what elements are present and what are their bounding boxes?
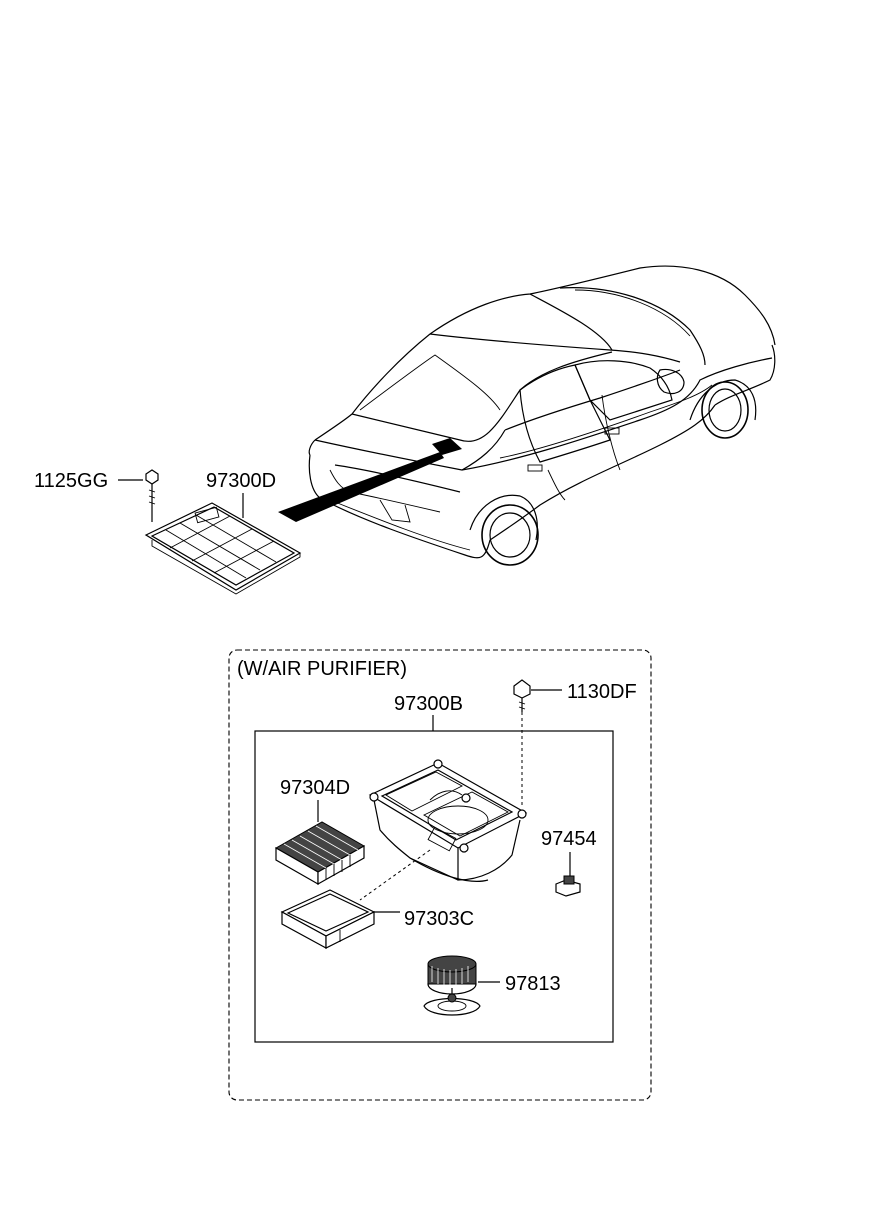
part-97454-sensor (555, 852, 581, 897)
part-97303c-cover (280, 849, 431, 950)
label-97304d: 97304D (280, 777, 350, 799)
label-1130df: 1130DF (567, 681, 637, 703)
car-illustration (278, 265, 776, 566)
part-97813-blower (423, 955, 500, 1016)
variant-dashed-box (228, 649, 652, 1101)
part-97300d-tray (144, 502, 302, 595)
label-1125gg: 1125GG (34, 470, 108, 492)
assembly-frame (254, 730, 614, 1043)
label-97300d: 97300D (206, 470, 276, 492)
label-97303c: 97303C (404, 908, 474, 930)
label-97300b: 97300B (394, 693, 463, 715)
part-1130df-bolt (513, 679, 562, 808)
part-97300b-housing (368, 759, 528, 882)
part-1125gg-bolt (118, 469, 159, 522)
label-97454: 97454 (541, 828, 597, 850)
label-97813: 97813 (505, 973, 561, 995)
part-97304d-filter (274, 800, 366, 886)
label-variant: (W/AIR PURIFIER) (237, 658, 407, 680)
